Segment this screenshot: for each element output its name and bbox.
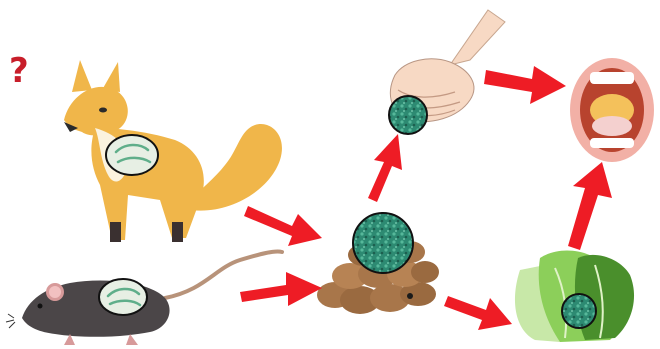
arrow-stool-to-vegetables xyxy=(444,296,512,330)
mouth-icon xyxy=(570,58,654,162)
larva-capsule-mouse xyxy=(99,279,147,315)
question-mark: ? xyxy=(9,54,29,88)
egg-icon xyxy=(389,96,427,134)
egg-icon xyxy=(353,213,413,273)
egg-icon xyxy=(562,294,596,328)
arrow-vegetables-to-mouth xyxy=(568,162,612,250)
arrow-stool-to-hand xyxy=(368,134,402,202)
arrow-hand-to-mouth xyxy=(484,66,566,104)
arrow-fox-to-stool xyxy=(244,206,322,246)
larva-capsule-fox xyxy=(106,135,158,175)
arrow-mouse-to-stool xyxy=(240,272,322,306)
